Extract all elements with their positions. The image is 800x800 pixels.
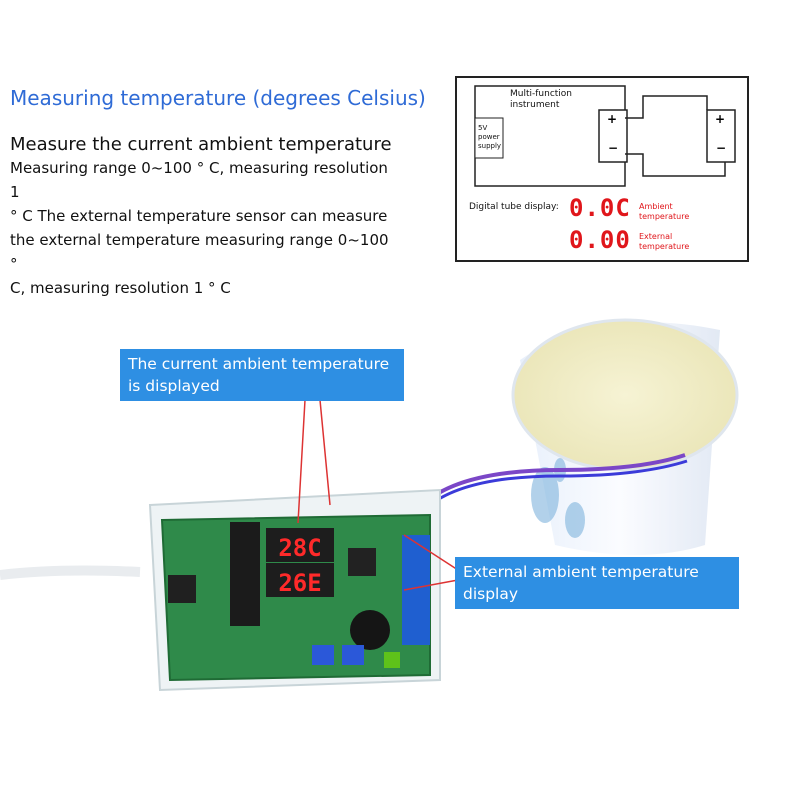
callout-external: External ambient temperature display (455, 557, 739, 609)
ambient-reading: 0.0C (569, 194, 631, 222)
ambient-reading-label: Ambient temperature (639, 202, 690, 221)
led-display-top (266, 528, 334, 562)
description-line: the external temperature measuring range… (10, 231, 389, 273)
power-supply-label: 5V power supply (478, 124, 502, 150)
page-title: Measuring temperature (degrees Celsius) (10, 86, 426, 110)
dc-jack (168, 575, 196, 603)
cup-pattern (531, 458, 585, 538)
led-digits-top: 28C (278, 534, 321, 562)
digital-tube-label: Digital tube display: (469, 202, 559, 212)
callout-line-ambient (297, 399, 331, 524)
microcontroller-chip (230, 522, 260, 626)
description-line: C, measuring resolution 1 ° C (10, 279, 231, 297)
external-reading: 0.00 (569, 226, 631, 254)
minus-sign: − (716, 141, 727, 155)
description-line: ° C The external temperature sensor can … (10, 207, 388, 225)
product-photo: 28C 26E (0, 318, 739, 692)
buzzer (350, 610, 390, 650)
wiring-diagram: Multi-function instrument 5V power suppl… (455, 76, 749, 262)
minus-sign: − (608, 141, 619, 155)
description-line: Measuring range 0~100 ° C, measuring res… (10, 159, 388, 201)
plus-sign: + (715, 112, 726, 126)
cup-water (511, 318, 739, 472)
potentiometer (342, 645, 364, 665)
callout-ambient: The current ambient temperature is displ… (120, 349, 404, 401)
section-heading: Measure the current ambient temperature (10, 134, 392, 155)
wiring-lines (474, 85, 736, 187)
potentiometer (312, 645, 334, 665)
green-terminal (384, 652, 400, 668)
instrument-label: Multi-function instrument (510, 89, 573, 110)
led-display-bottom (266, 563, 334, 597)
plus-sign: + (607, 112, 618, 126)
callout-line-external (403, 534, 459, 591)
small-chip (348, 548, 376, 576)
description: Measuring range 0~100 ° C, measuring res… (10, 156, 390, 300)
external-reading-label: External temperature (639, 232, 690, 251)
usb-cable (0, 565, 141, 580)
led-digits-bottom: 26E (278, 569, 321, 597)
